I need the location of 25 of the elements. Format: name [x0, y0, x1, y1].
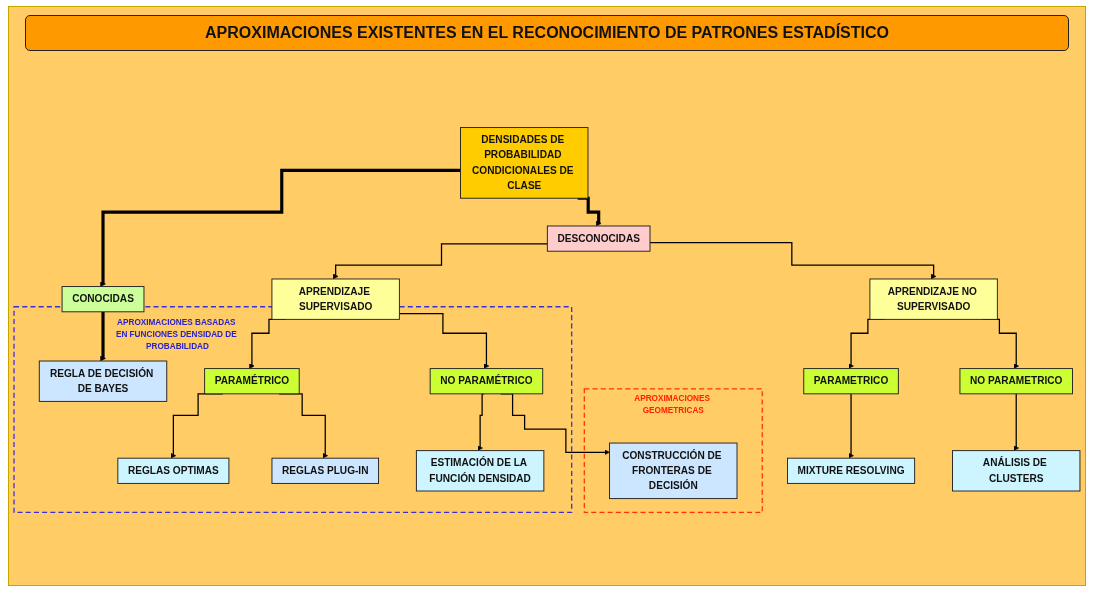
node-box: NO PARAMÉTRICO	[429, 368, 544, 395]
node-box: REGLA DE DECISIÓN DE BAYES	[38, 360, 168, 402]
arrow	[649, 242, 937, 280]
node-box: CONOCIDAS	[61, 286, 145, 313]
node-box: APRENDIZAJE NO SUPERVISADO	[869, 278, 998, 320]
arrow	[1013, 393, 1019, 451]
node-box: DESCONOCIDAS	[546, 225, 651, 252]
node-box: MIXTURE RESOLVING	[787, 457, 916, 484]
arrow	[100, 310, 106, 362]
node-box: APRENDIZAJE SUPERVISADO	[271, 278, 400, 320]
node-box: ESTIMACIÓN DE LA FUNCIÓN DENSIDAD	[415, 450, 545, 492]
arrow	[100, 168, 461, 287]
title-banner: APROXIMACIONES EXISTENTES EN EL RECONOCIMIENTO DE PATRONES ESTADÍSTICO	[25, 15, 1069, 51]
node-box: DENSIDADES DE PROBABILIDAD CONDICIONALES DE CLASE	[460, 127, 589, 199]
node-box: REGLAS OPTIMAS	[117, 457, 230, 484]
arrow	[477, 393, 485, 451]
arrow	[398, 312, 490, 369]
node-box: PARAMETRICO	[803, 368, 899, 395]
node-box: ANÁLISIS DE CLUSTERS	[952, 450, 1081, 492]
arrow	[848, 393, 854, 459]
node-box: NO PARAMETRICO	[959, 368, 1073, 395]
node-box: CONSTRUCCIÓN DE FRONTERAS DE DECISIÓN	[609, 442, 738, 500]
arrow	[332, 243, 548, 280]
node-box: PARAMÉTRICO	[204, 368, 300, 395]
node-box: REGLAS PLUG-IN	[271, 457, 379, 484]
